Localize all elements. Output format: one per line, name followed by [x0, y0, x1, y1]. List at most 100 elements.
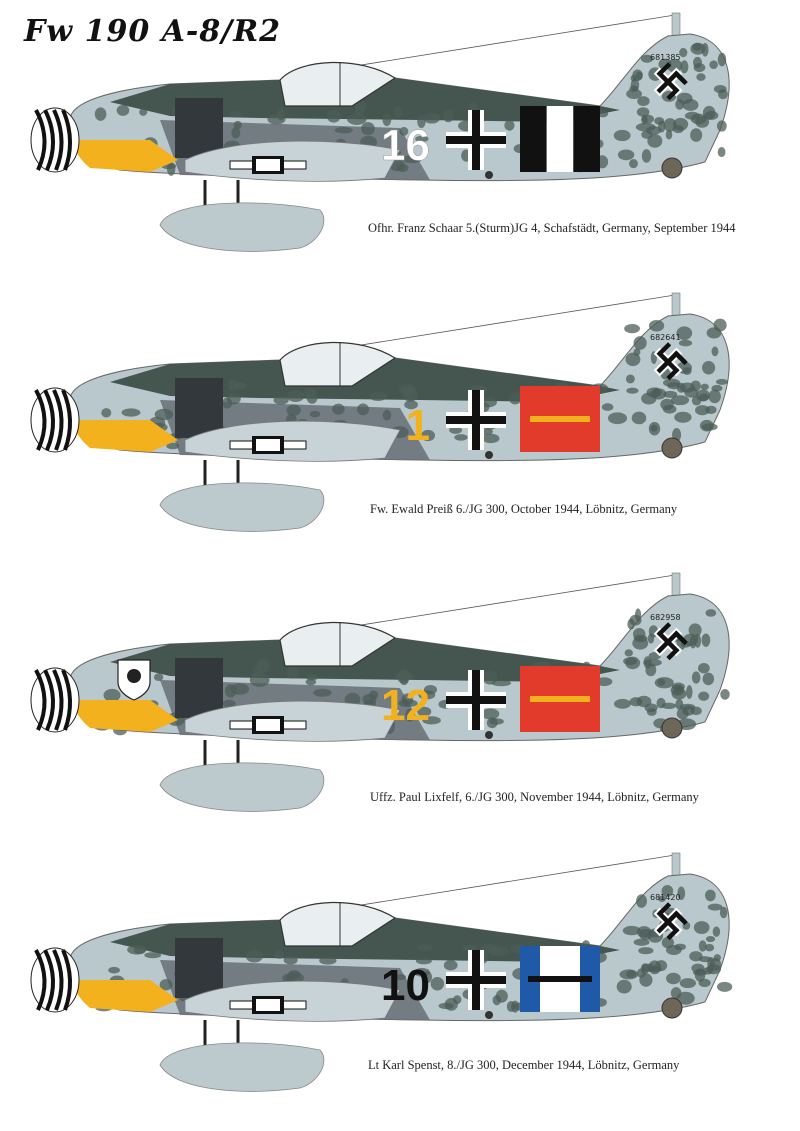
swastika-arm [658, 902, 672, 916]
mottle-spot [224, 684, 237, 698]
tail-wheel [661, 157, 683, 179]
mottle-spot [717, 52, 727, 67]
mottle-spot [625, 352, 641, 367]
mottle-spot [616, 979, 632, 994]
profile-caption: Uffz. Paul Lixfelf, 6./JG 300, November … [370, 790, 699, 804]
mottle-spot [139, 108, 148, 116]
fuselage-band [520, 106, 547, 172]
mottle-spot [453, 995, 462, 1005]
mottle-spot [415, 957, 432, 965]
mottle-spot [357, 403, 370, 416]
spinner [30, 387, 80, 453]
swastika-arm [656, 910, 680, 934]
mottle-spot [127, 944, 147, 955]
mottle-spot [626, 88, 642, 99]
spinner-spiral [43, 949, 56, 1011]
fin-mast [671, 852, 681, 878]
mottle-spot [222, 699, 236, 708]
fuselage-number: 16 [381, 121, 430, 170]
mottle-spot [601, 403, 614, 411]
mottle-spot [663, 390, 678, 398]
tail-wheel [661, 997, 683, 1019]
mottle-spot [159, 979, 173, 991]
spinner-spiral [61, 109, 72, 171]
antenna-mast [485, 1011, 493, 1019]
mottle-spot [431, 113, 441, 121]
spinner-spiral [52, 949, 64, 1011]
mottle-spot [399, 127, 409, 136]
mottle-spot [443, 960, 458, 971]
mottle-spot [624, 323, 640, 334]
mottle-spot [508, 392, 522, 405]
spinner [30, 667, 80, 733]
mottle-spot [666, 972, 681, 985]
mottle-spot [653, 387, 660, 397]
mottle-spot [718, 89, 728, 100]
werknummer: 682958 [650, 613, 681, 622]
yellow-cowl-panel [72, 980, 178, 1012]
mottle-spot [462, 944, 478, 951]
mottle-spot [101, 408, 112, 418]
mottle-spot [422, 716, 441, 725]
mottle-spot [701, 42, 709, 57]
aerial-wire [329, 294, 676, 351]
spinner-spiral [34, 669, 47, 731]
mottle-spot [121, 408, 141, 417]
mottle-spot [699, 393, 709, 402]
mottle-spot [690, 42, 706, 55]
spinner-spiral [61, 669, 72, 731]
sheet-title: Fw 190 A-8/R2 [24, 14, 281, 49]
mottle-spot [640, 963, 650, 975]
wing-cross-icon [229, 716, 307, 734]
cross-black [472, 390, 480, 450]
mottle-spot [674, 411, 692, 423]
fin-mast [671, 12, 681, 38]
mottle-spot [698, 940, 707, 952]
swastika-arm [666, 367, 680, 381]
mottle-spot [705, 935, 716, 943]
mottle-spot [625, 374, 635, 384]
mottle-spot [273, 395, 289, 405]
tail-swastika-icon [653, 902, 688, 941]
swastika-arm [658, 342, 672, 356]
tail-swastika-icon [653, 62, 688, 101]
mottle-spot [230, 110, 242, 118]
spinner-spiral [34, 949, 47, 1011]
mottle-spot [645, 663, 657, 677]
cross-center-white [256, 719, 280, 731]
swastika-arm [658, 62, 672, 76]
yellow-cowl-panel [72, 140, 178, 172]
mottle-spot [656, 697, 666, 709]
mottle-spot [695, 116, 710, 128]
mottle-spot [698, 978, 711, 988]
mottle-spot [701, 423, 718, 431]
drop-tank [159, 202, 325, 252]
band-stripe [530, 416, 590, 422]
mottle-spot [648, 960, 662, 975]
mottle-spot [233, 120, 242, 130]
mottle-spot [657, 678, 666, 686]
mottle-spot [633, 634, 648, 643]
mottle-spot [702, 361, 716, 375]
emblem-figure [127, 669, 141, 683]
tail-wheel [661, 437, 683, 459]
mottle-spot [398, 699, 418, 708]
fin-mast [671, 572, 681, 598]
mottle-spot [697, 663, 710, 674]
mottle-spot [709, 60, 718, 70]
mottle-spot [405, 708, 415, 722]
mottle-spot [626, 970, 637, 978]
swastika-arm [674, 632, 688, 646]
mottle-spot [707, 903, 723, 911]
mottle-spot [361, 122, 375, 136]
swastika-arm [656, 630, 680, 654]
mottle-spot [716, 120, 727, 132]
spinner-spiral [43, 669, 56, 731]
mottle-spot [395, 974, 407, 981]
spinner-spiral [34, 389, 47, 451]
mottle-spot [282, 973, 295, 983]
mottle-spot [705, 889, 716, 902]
